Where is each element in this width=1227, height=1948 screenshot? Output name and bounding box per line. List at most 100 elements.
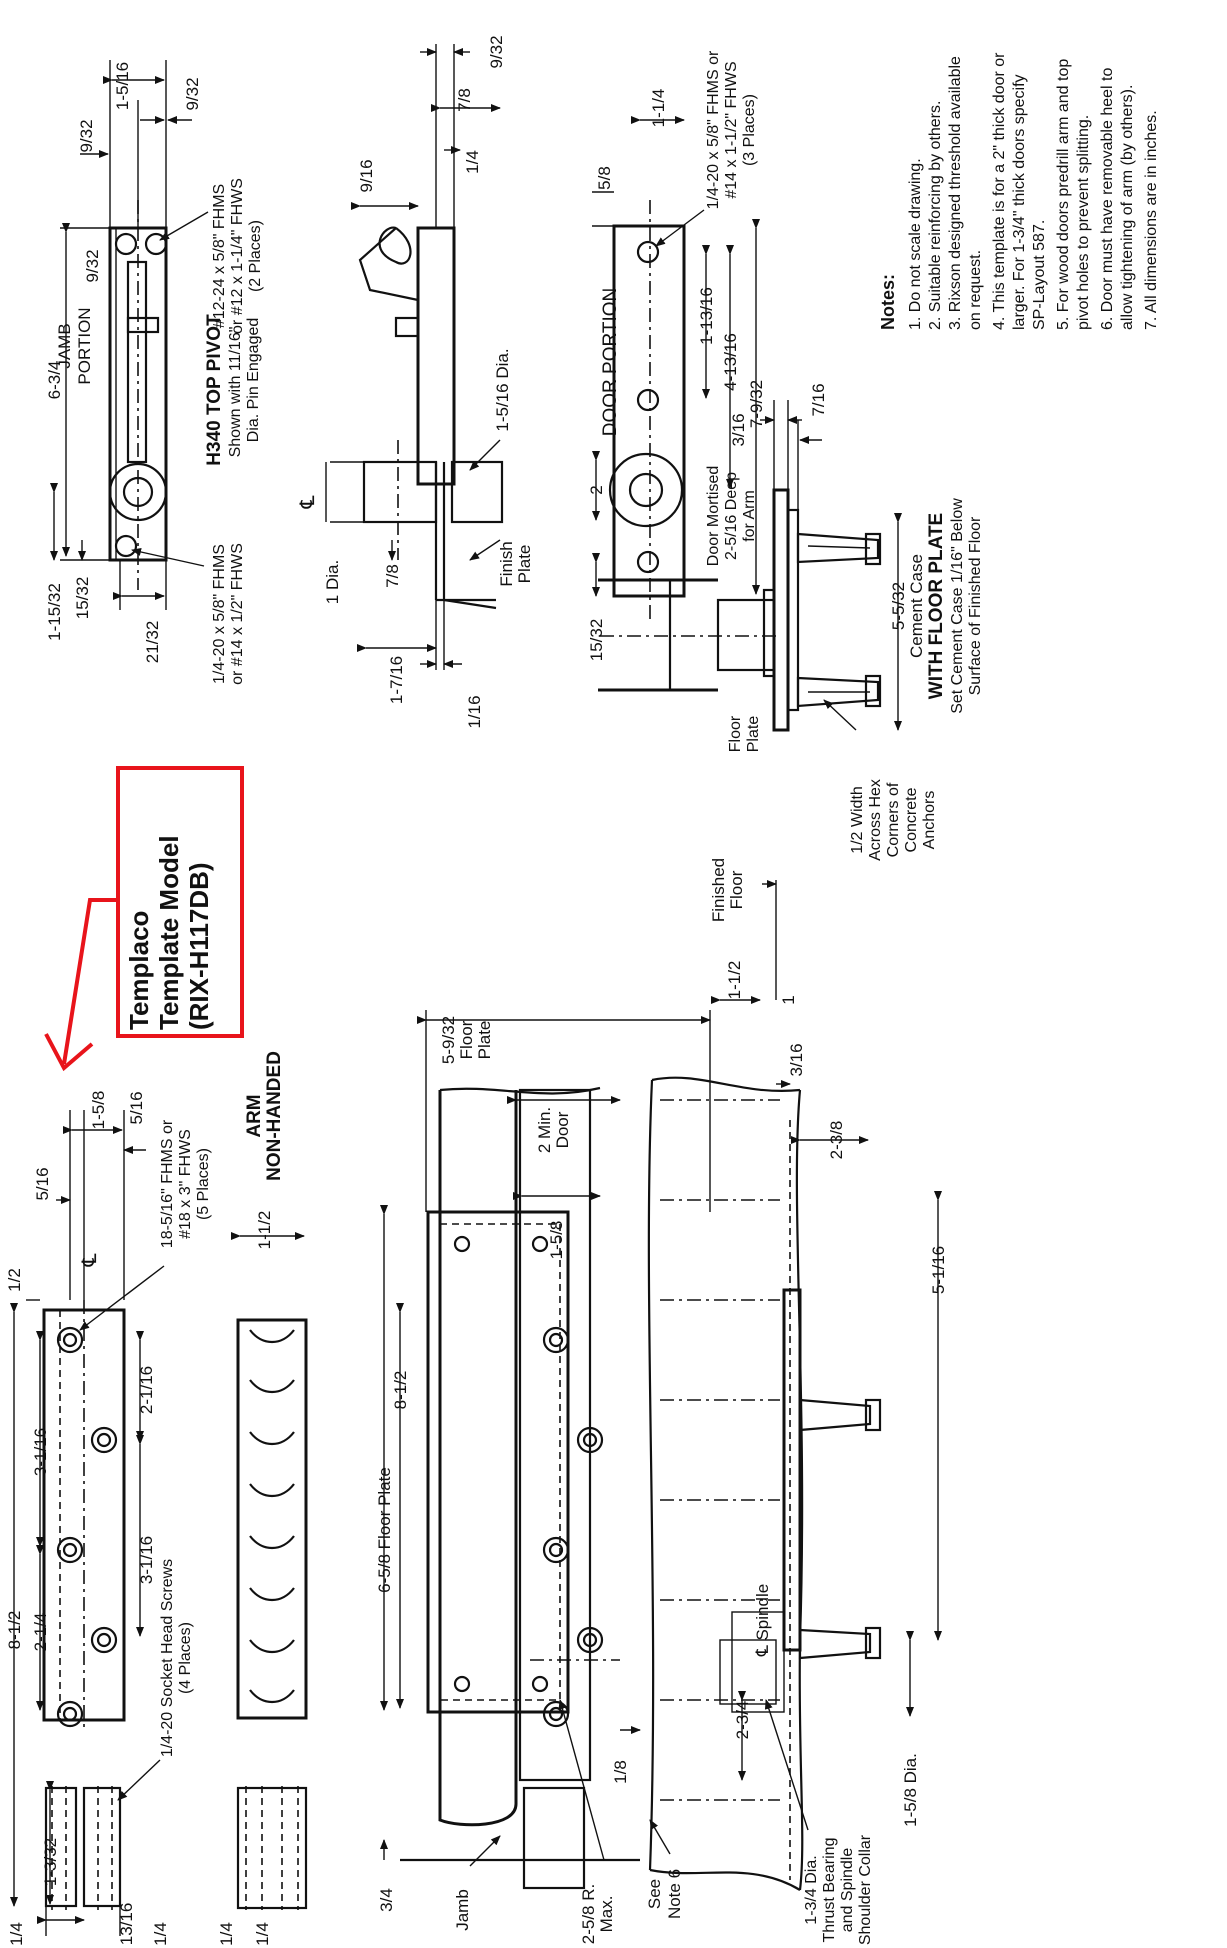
floor-plan-dimensions: 5-9/32 Floor Plate 2 Min. Door 1-5/8 8-1… (375, 1010, 772, 1944)
min-door-1: 2 Min. (535, 1107, 554, 1153)
dim-1-4-b: 1/4 (151, 1922, 170, 1946)
dim-1-elev: 1 (779, 995, 798, 1004)
dim-5-16-b: 5/16 (127, 1091, 146, 1124)
dim-3-1-16-a: 3-1/16 (31, 1428, 50, 1476)
door-portion-view: DOOR PORTION (600, 200, 686, 620)
with-floor-plate-title: WITH FLOOR PLATE (926, 513, 947, 699)
dim-9-32-right: 9/32 (183, 77, 202, 110)
dim-1-5-16: 1-5/16 (113, 62, 132, 110)
arm-centerline: ℄ (79, 1253, 101, 1267)
floor-plate-1: Floor (727, 715, 744, 752)
pivot-centerline: ℄ (297, 495, 319, 509)
dim-1-2-arm: 1/2 (5, 1268, 24, 1292)
dim-1-5-8-dia: 1-5/8 Dia. (901, 1753, 920, 1827)
hex-1: 1/2 Width (849, 786, 866, 854)
dim-1-1-2-elev: 1-1/2 (725, 961, 744, 1000)
floor-plate-sub-1: Set Cement Case 1/16" Below (949, 498, 966, 714)
arm-screw-1: 18-5/16" FHMS or (159, 1119, 176, 1248)
note-5b: pivot holes to prevent splitting. (1075, 115, 1092, 330)
dim-9-32-top: 9/32 (77, 119, 96, 152)
notes-title: Notes: (878, 274, 898, 330)
elevation-view (647, 1076, 882, 1891)
floor-plate-section (598, 488, 882, 732)
finish-plate-2: Plate (515, 545, 534, 584)
floor-plan-view (400, 1086, 640, 1890)
dim-7-16-plate: 7/16 (809, 383, 828, 416)
socket-1: 1/4-20 Socket Head Screws (159, 1559, 176, 1757)
jamb-label: Jamb (453, 1889, 472, 1931)
hex-3: Corners of (885, 782, 902, 857)
dim-1-4-c: 1/4 (217, 1922, 236, 1946)
spindle-centerline: ℄ Spindle (753, 1584, 772, 1657)
screw-jamb-b2: or #14 x 1/2" FHWS (229, 543, 246, 685)
dim-2-door: 2 (587, 485, 606, 494)
note-3b: on request. (967, 250, 984, 330)
dim-1-8: 1/8 (611, 1760, 630, 1784)
arm-screw-3: (5 Places) (195, 1148, 212, 1220)
screw-jamb-3: (2 Places) (247, 220, 264, 292)
dim-2-1-4: 2-1/4 (31, 1613, 50, 1652)
hex-5: Anchors (921, 791, 938, 850)
dim-2-3-8: 2-3/8 (827, 1121, 846, 1160)
callout-line-1: Templaco (124, 911, 154, 1030)
dim-9-32-pivot: 9/32 (487, 35, 506, 68)
dim-9-32-mid: 9/32 (83, 249, 102, 282)
mortise-2: 2-5/16 Deep (723, 472, 740, 560)
floor-plate-dimensions: 3/16 7/16 Door Mortised 2-5/16 Deep for … (705, 383, 984, 860)
thrust-1: 1-3/4 Dia. (803, 1855, 820, 1924)
door-screw-2: #14 x 1-1/2" FHWS (723, 61, 740, 198)
floor-plate-2: Plate (745, 716, 762, 753)
case-dim: 5-5/32 (889, 582, 908, 630)
notes-block: Notes: 1. Do not scale drawing. 2. Suita… (878, 52, 1160, 330)
arm-plan-view (42, 1300, 126, 1910)
mortise-3: for Arm (741, 490, 758, 542)
dim-21-32: 21/32 (143, 621, 162, 664)
floor-plate-5-9-32-c: Plate (475, 1021, 494, 1060)
dim-8-1-2-arm: 8-1/2 (5, 1611, 24, 1650)
jamb-label-1: JAMB (55, 323, 74, 368)
dim-4-13-16: 4-13/16 (721, 333, 740, 391)
template-callout: Templaco Template Model (RIX-H117DB) (44, 766, 244, 1072)
floor-plate-5-9-32: 5-9/32 (439, 1016, 458, 1064)
dim-7-8-lower: 7/8 (383, 564, 402, 588)
finished-floor-1: Finished (709, 858, 728, 922)
dim-3-16-elev: 3/16 (787, 1043, 806, 1076)
screw-jamb-1: #12-24 x 5/8" FHMS (211, 184, 228, 328)
callout-arrow-icon (44, 1033, 94, 1072)
finish-plate-1: Finish (497, 541, 516, 586)
dim-1-4-d: 1/4 (253, 1922, 272, 1946)
dim-7-9-32: 7-9/32 (747, 380, 766, 428)
dim-1-4-a: 1/4 (7, 1922, 26, 1946)
pivot-side-dimensions: 9/32 7/8 1/4 9/16 1-5/16 Dia. ℄ 1 Dia. 7… (297, 35, 534, 728)
hex-2: Across Hex (867, 779, 884, 861)
floor-plate-sub-2: Surface of Finished Floor (967, 516, 984, 695)
pivot-side-view (330, 226, 504, 610)
top-pivot-jamb-view (60, 60, 168, 610)
mortise-1: Door Mortised (705, 466, 722, 566)
note-4a: 4. This template is for a 2" thick door … (991, 52, 1008, 330)
top-pivot-title: H340 TOP PIVOT (204, 314, 225, 466)
thrust-4: Shoulder Collar (857, 1834, 874, 1945)
callout-line-3: (RIX-H117DB) (184, 862, 214, 1030)
arm-side-view: 1-1/2 1/4 1/4 (217, 1211, 308, 1946)
top-pivot-sub-2: Dia. Pin Engaged (245, 318, 262, 443)
see-note-1: See (645, 1879, 664, 1909)
dim-1-1-4-door: 1-1/4 (649, 89, 668, 128)
dim-15-32-door: 15/32 (587, 619, 606, 662)
note-1: 1. Do not scale drawing. (907, 158, 924, 330)
dim-6-5-8-plan: 6-5/8 Floor Plate (375, 1467, 394, 1593)
dim-1-5-16-dia: 1-5/16 Dia. (493, 348, 512, 431)
dim-1-dia: 1 Dia. (323, 560, 342, 604)
dim-1-15-32: 1-15/32 (45, 583, 64, 641)
dim-7-8-pivot: 7/8 (455, 88, 474, 112)
note-6b: allow tightening of arm (by others). (1119, 85, 1136, 330)
dim-15-32: 15/32 (73, 577, 92, 620)
radius-2: Max. (597, 1896, 616, 1933)
floor-plate-5-9-32-b: Floor (457, 1020, 476, 1059)
door-portion-dimensions: 5/8 1-1/4 1/4-20 x 5/8" FHMS or #14 x 1-… (587, 50, 766, 661)
note-3a: 3. Rixson designed threshold available (947, 56, 964, 330)
dim-3-1-16-b: 3-1/16 (137, 1536, 156, 1584)
dim-5-8-door: 5/8 (595, 166, 614, 190)
dim-1-13-16: 1-13/16 (697, 287, 716, 345)
